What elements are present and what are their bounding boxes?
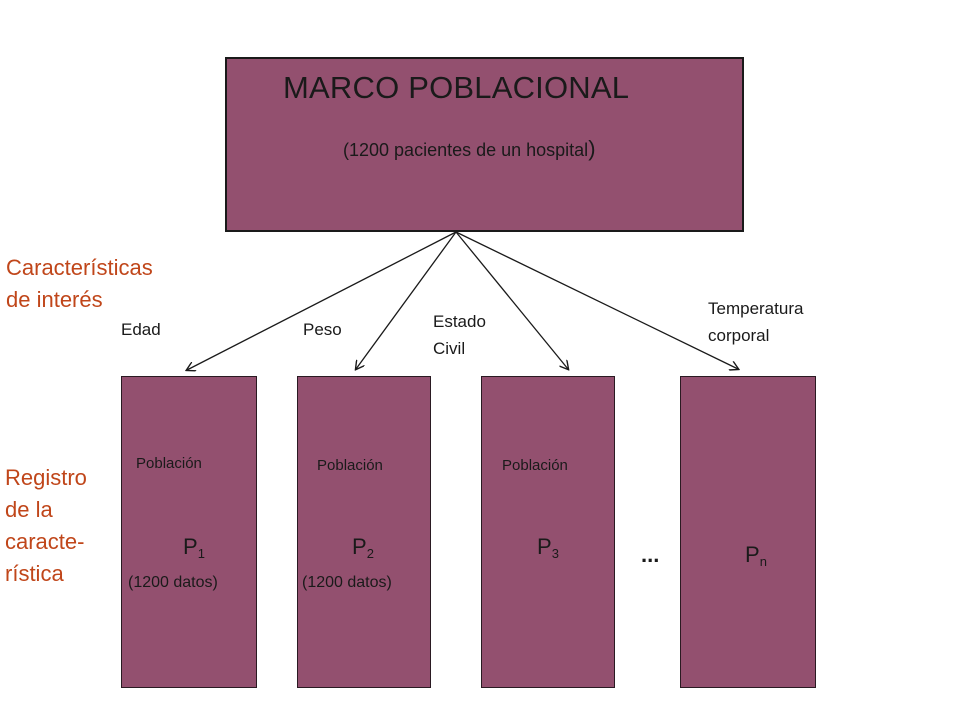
arrow-temperatura [455,231,738,369]
marco-title: MARCO POBLACIONAL [283,70,630,105]
population-box-3 [481,376,615,688]
char-temperatura: Temperatura corporal [708,299,804,345]
population-label-n: Pn [745,542,767,569]
population-box-2 [297,376,431,688]
population-label-3: P3 [537,534,559,561]
caracteristicas-label: Características de interés [6,255,153,312]
char-estado-civil: Estado Civil [433,312,486,358]
arrow-estado-civil [455,231,568,369]
population-datos-1: (1200 datos) [128,574,218,591]
char-peso: Peso [303,320,342,339]
population-label-2: P2 [352,534,374,561]
ellipsis: ... [641,542,660,567]
population-word-1: Población [136,455,202,472]
registro-label: Registro de la caracte- rística [5,465,87,586]
population-box-n [680,376,816,688]
population-datos-2: (1200 datos) [302,574,392,591]
marco-poblacional-box [225,57,744,232]
population-word-3: Población [502,457,568,474]
arrow-peso [356,231,457,369]
arrow-edad [187,231,457,370]
population-label-1: P1 [183,534,205,561]
marco-subtitle: (1200 pacientes de un hospital) [343,136,596,161]
char-edad: Edad [121,320,161,339]
population-box-1 [121,376,257,688]
population-word-2: Población [317,457,383,474]
